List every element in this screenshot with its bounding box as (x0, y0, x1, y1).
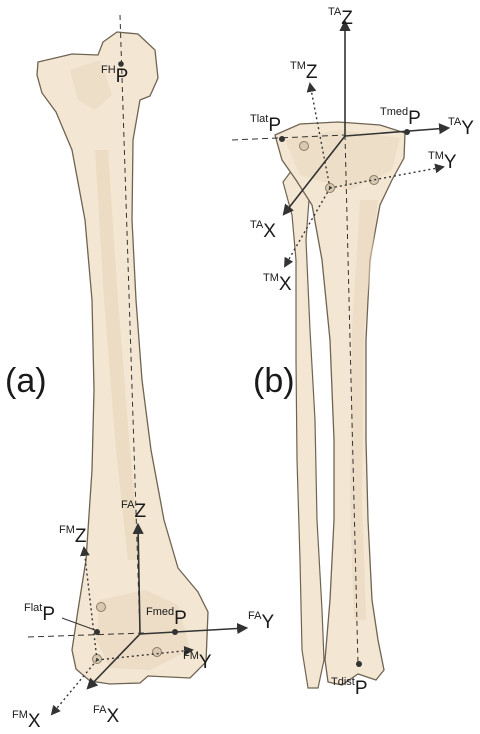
tibia-marker-1 (300, 142, 309, 151)
tibia-distal-point (356, 661, 362, 667)
label-TM-X-main: X (279, 274, 292, 295)
label-TA-Z-main: Z (341, 8, 353, 29)
label-TA-Y: TAY (448, 116, 474, 139)
label-FM-Y-sup: FM (183, 650, 199, 662)
label-Tlat-P-sup: Tlat (250, 113, 268, 125)
femur-marker-3 (153, 648, 162, 657)
label-TA-X: TAX (250, 219, 276, 242)
label-TA-Z-sup: TA (328, 6, 342, 18)
label-FM-Z-sup: FM (59, 524, 75, 536)
label-TA-X-main: X (263, 221, 276, 242)
label-TM-X: TMX (263, 272, 292, 295)
label-FA-Z-main: Z (134, 501, 146, 522)
label-TA-Z: TAZ (328, 6, 353, 29)
femur-FM-x-axis (52, 660, 97, 714)
label-Tlat-P: TlatP (250, 113, 281, 136)
label-FA-X-main: X (106, 706, 119, 727)
femur-bone (37, 32, 208, 684)
label-Tdist-P: TdistP (331, 676, 368, 699)
label-FM-Z: FMZ (59, 524, 87, 547)
fibula-bone (283, 170, 324, 688)
label-Fmed-P-sup: Fmed (146, 606, 174, 618)
label-Tlat-P-main: P (268, 115, 281, 136)
label-Fmed-P-main: P (174, 608, 187, 629)
label-FA-Y: FAY (248, 610, 274, 633)
label-FM-X-main: X (28, 711, 41, 732)
label-FM-Y-main: Y (199, 652, 212, 673)
label-FA-Y-main: Y (261, 612, 274, 633)
label-Tdist-P-sup: Tdist (331, 676, 355, 688)
label-TA-Y-main: Y (461, 118, 474, 139)
label-FA-Z-sup: FA (121, 499, 135, 511)
label-Tmed-P: TmedP (380, 106, 421, 129)
label-TM-Z: TMZ (290, 60, 318, 83)
fibula-outline (283, 170, 324, 688)
label-FH-P-sup: FH (101, 64, 116, 76)
panel-label-a: (a) (5, 362, 47, 400)
label-TM-X-sup: TM (263, 272, 279, 284)
label-TA-X-sup: TA (250, 219, 264, 231)
label-TM-Y-sup: TM (428, 150, 444, 162)
label-Tdist-P-main: P (355, 678, 368, 699)
label-TA-Y-sup: TA (448, 116, 462, 128)
label-FM-Z-main: Z (75, 526, 87, 547)
label-FH-P-main: P (116, 66, 129, 87)
label-TM-Z-main: Z (306, 62, 318, 83)
label-Tmed-P-main: P (408, 108, 421, 129)
label-Flat-P-main: P (42, 604, 55, 625)
tibia-lateral-plateau-point (279, 136, 285, 142)
label-TM-Y-main: Y (444, 152, 457, 173)
label-FA-X: FAX (93, 704, 119, 727)
label-FM-X-sup: FM (12, 709, 28, 721)
label-FA-Y-sup: FA (248, 610, 262, 622)
label-TM-Z-sup: TM (290, 60, 306, 72)
label-Flat-P: FlatP (24, 602, 55, 625)
femur-marker-1 (97, 603, 106, 612)
panel-label-b: (b) (253, 362, 295, 400)
label-Flat-P-sup: Flat (24, 602, 42, 614)
label-FM-X: FMX (12, 709, 41, 732)
label-Tmed-P-sup: Tmed (380, 106, 408, 118)
label-TM-Y: TMY (428, 150, 457, 173)
label-FA-X-sup: FA (93, 704, 107, 716)
